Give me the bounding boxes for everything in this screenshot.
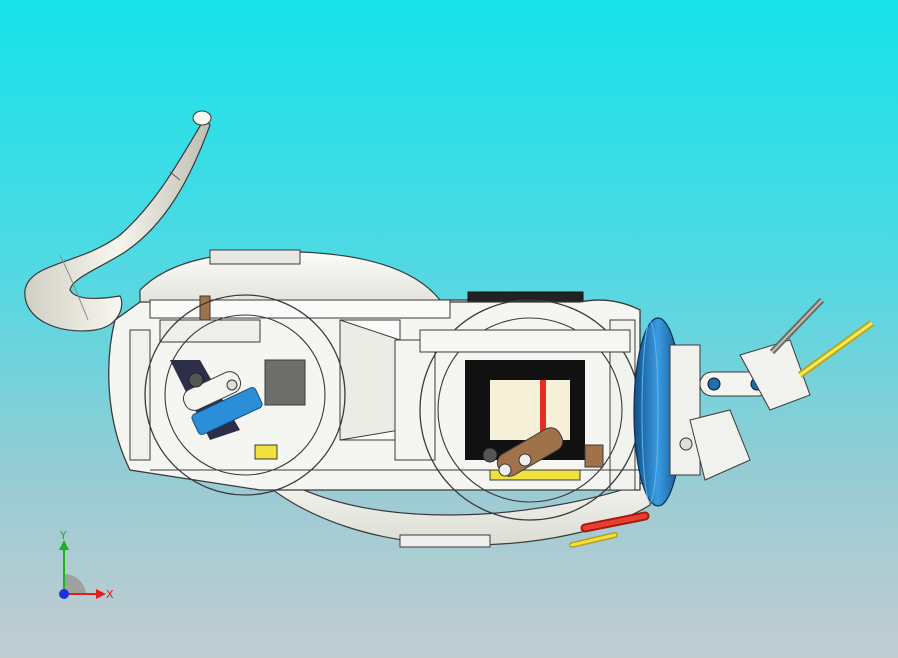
z-axis-dot <box>59 589 69 599</box>
y-axis-arrow <box>59 540 69 550</box>
axis-triad: Y X <box>59 530 114 601</box>
x-axis-label: X <box>106 588 114 601</box>
x-axis-arrow <box>96 589 106 599</box>
front-arm <box>669 297 875 481</box>
left-ring <box>144 294 346 496</box>
horn-tube <box>24 110 212 332</box>
y-axis-label: Y <box>59 530 67 542</box>
lower-shell <box>248 464 651 548</box>
right-ring <box>419 299 641 521</box>
lower-lever <box>569 511 650 548</box>
triad-plane <box>64 573 86 594</box>
